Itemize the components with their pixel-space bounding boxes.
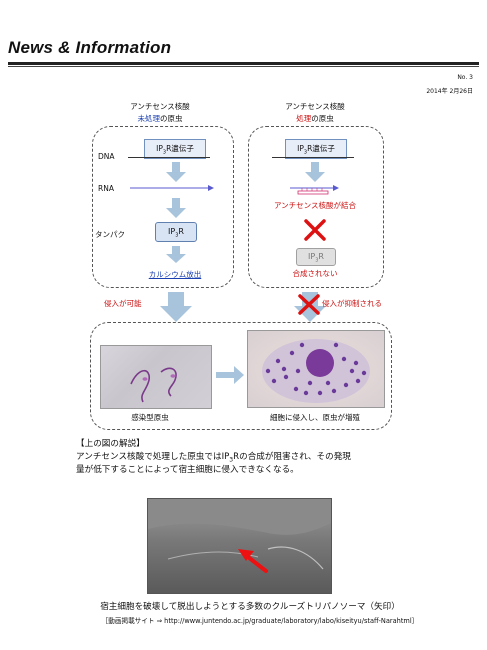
right-gene-box: IP3R遺伝子: [285, 139, 347, 159]
video-site-link[interactable]: ［動画掲載サイト ⇒ http://www.juntendo.ac.jp/gra…: [101, 617, 419, 625]
right-diagram-box: [248, 126, 384, 288]
right-rna-arrow: [290, 185, 339, 195]
header-rule-thin: [8, 66, 479, 67]
infected-cell-photo: [247, 330, 385, 408]
right-heading-1: アンチセンス核酸: [285, 102, 345, 111]
not-synthesized: 合成されない: [292, 269, 338, 278]
parasite-drawing: [130, 367, 177, 403]
issue-number: No. 3: [457, 74, 473, 81]
left-rna-arrow: [130, 185, 214, 191]
rna-label: RNA: [98, 184, 114, 193]
right-protein-box: IP3R: [296, 248, 336, 266]
left-arrow-1: [166, 162, 186, 182]
left-dna-line: [128, 157, 210, 158]
right-heading-rest: の原虫: [311, 114, 334, 123]
host-cell-photo: [147, 498, 332, 594]
left-protein-box: IP3R: [155, 222, 197, 242]
infected-cell-drawing: [262, 339, 370, 403]
right-heading-2: 処理の原虫: [265, 113, 365, 124]
explanation-line-1: アンチセンス核酸で処理した原虫ではIP3Rの合成が阻害され、その発現: [76, 452, 351, 464]
invasion-blocked: 侵入が抑制される: [322, 299, 382, 308]
explanation-heading: 【上の図の解説】: [76, 439, 145, 449]
left-heading-rest: の原虫: [160, 114, 183, 123]
calcium-release: カルシウム放出: [148, 270, 202, 279]
page-title: News & Information: [8, 38, 172, 57]
issue-date: 2014年 2月26日: [426, 88, 473, 95]
antisense-binding-label: アンチセンス核酸が結合: [273, 201, 357, 210]
left-heading-colored: 未処理: [137, 114, 161, 123]
photo-arrow: [216, 366, 244, 384]
protein-label: タンパク: [95, 230, 125, 239]
header-rule: [8, 62, 479, 65]
invasion-arrow-left: [160, 292, 192, 322]
host-cell-drawing: [148, 499, 331, 573]
invasion-block-x: [298, 294, 320, 315]
left-arrow-2: [166, 198, 186, 218]
invasion-possible: 侵入が可能: [104, 299, 142, 308]
left-arrow-3: [166, 246, 186, 263]
right-arrow-1: [305, 162, 325, 182]
left-heading-2: 未処理の原虫: [110, 113, 210, 124]
dna-label: DNA: [98, 152, 115, 161]
right-dna-line: [272, 157, 354, 158]
parasite-photo: [100, 345, 212, 409]
caption-infective-parasite: 感染型原虫: [131, 413, 169, 422]
caption-proliferation: 細胞に侵入し、原虫が増殖: [270, 413, 360, 422]
left-heading-1: アンチセンス核酸: [130, 102, 190, 111]
red-arrow-icon: [238, 549, 268, 573]
explanation-line-2: 量が低下することによって宿主細胞に侵入できなくなる。: [76, 465, 299, 475]
left-diagram-box: [92, 126, 234, 288]
left-gene-box: IP3R遺伝子: [144, 139, 206, 159]
photo-caption: 宿主細胞を破壊して脱出しようとする多数のクルーズトリパノソーマ（矢印）: [100, 602, 400, 612]
bottom-diagram-box: [90, 322, 392, 430]
right-heading-colored: 処理: [296, 114, 312, 123]
right-block-x: [304, 219, 326, 241]
